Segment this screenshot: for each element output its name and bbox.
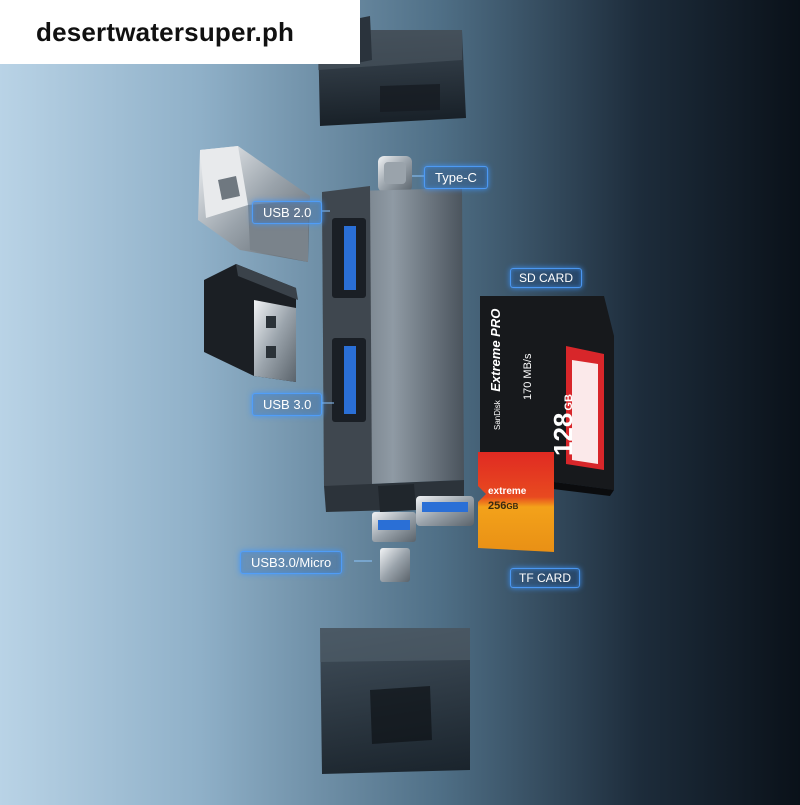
type-c-plug bbox=[378, 156, 412, 192]
sd-card-capacity: 128GB bbox=[548, 394, 579, 456]
sd-card-text: SanDisk Extreme PRO bbox=[487, 309, 505, 430]
usb3-label: USB 3.0 bbox=[252, 393, 323, 416]
sd-card-label: SD CARD bbox=[510, 268, 583, 288]
tf-capacity-unit: GB bbox=[506, 502, 519, 511]
tf-card-capacity: 256GB bbox=[488, 500, 518, 512]
tf-capacity-number: 256 bbox=[488, 500, 507, 512]
sd-capacity-number: 128 bbox=[548, 412, 578, 456]
usb2-label: USB 2.0 bbox=[252, 201, 323, 224]
type-c-label: Type-C bbox=[424, 166, 488, 189]
watermark: desertwatersuper.ph bbox=[0, 0, 360, 64]
bottom-cap bbox=[320, 628, 470, 774]
tf-card-label: TF CARD bbox=[510, 568, 580, 588]
sd-capacity-unit: GB bbox=[563, 394, 575, 411]
hub-body bbox=[322, 186, 464, 512]
usb3-connector bbox=[204, 264, 298, 382]
tf-card-line: extreme bbox=[488, 486, 527, 497]
sd-line: Extreme PRO bbox=[488, 308, 503, 392]
sd-brand: SanDisk bbox=[493, 400, 502, 430]
micro-usb3-plug bbox=[372, 484, 474, 582]
sd-card-speed: 170 MB/s bbox=[522, 353, 534, 400]
usb3-micro-label: USB3.0/Micro bbox=[240, 551, 343, 574]
tf-card bbox=[478, 452, 554, 552]
